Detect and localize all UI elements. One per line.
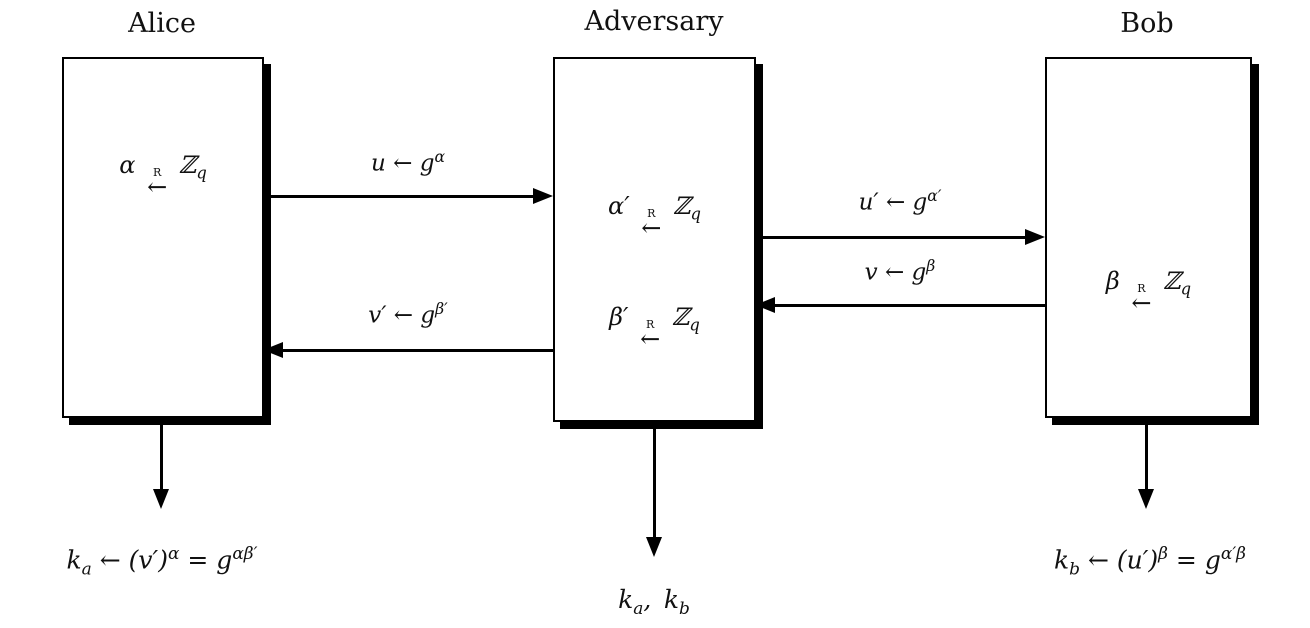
arrow-head <box>646 537 662 557</box>
arrow-head <box>153 489 169 509</box>
arrow-shaft <box>767 303 1045 307</box>
arrow-shaft <box>652 421 656 545</box>
arrow-shaft <box>755 235 1033 239</box>
message-u-prime: u′ ← gα′ <box>858 186 942 216</box>
arrow-shaft <box>1144 417 1148 497</box>
arrow-head <box>533 188 553 204</box>
message-v-prime: v′ ← gβ′ <box>368 299 448 329</box>
adversary-sample-line-beta: β′ R← ℤq <box>609 303 700 354</box>
alice-box: α R← ℤq <box>62 57 264 418</box>
bob-sample-line: β R← ℤq <box>1105 267 1192 318</box>
adversary-output-keys: ka, kb <box>618 585 690 619</box>
arrow-shaft <box>263 194 541 198</box>
arrow-head <box>1138 489 1154 509</box>
arrow-shaft <box>275 348 553 352</box>
message-v: v ← gβ <box>864 256 936 286</box>
alice-output-key: ka ← (v′)α = gαβ′ <box>66 544 258 580</box>
bob-box: β R← ℤq <box>1045 57 1252 418</box>
alice-title: Alice <box>128 8 196 39</box>
alice-sample-line: α R← ℤq <box>119 151 207 202</box>
arrow-head <box>263 342 283 358</box>
message-u: u ← gα <box>371 147 445 177</box>
arrow-head <box>755 297 775 313</box>
adversary-title: Adversary <box>584 6 724 37</box>
adversary-sample-line-alpha: α′ R← ℤq <box>607 192 701 243</box>
arrow-shaft <box>159 417 163 497</box>
bob-title: Bob <box>1120 8 1174 39</box>
arrow-head <box>1025 229 1045 245</box>
bob-output-key: kb ← (u′)β = gα′β <box>1053 544 1247 580</box>
adversary-box: α′ R← ℤq β′ R← ℤq <box>553 57 756 422</box>
